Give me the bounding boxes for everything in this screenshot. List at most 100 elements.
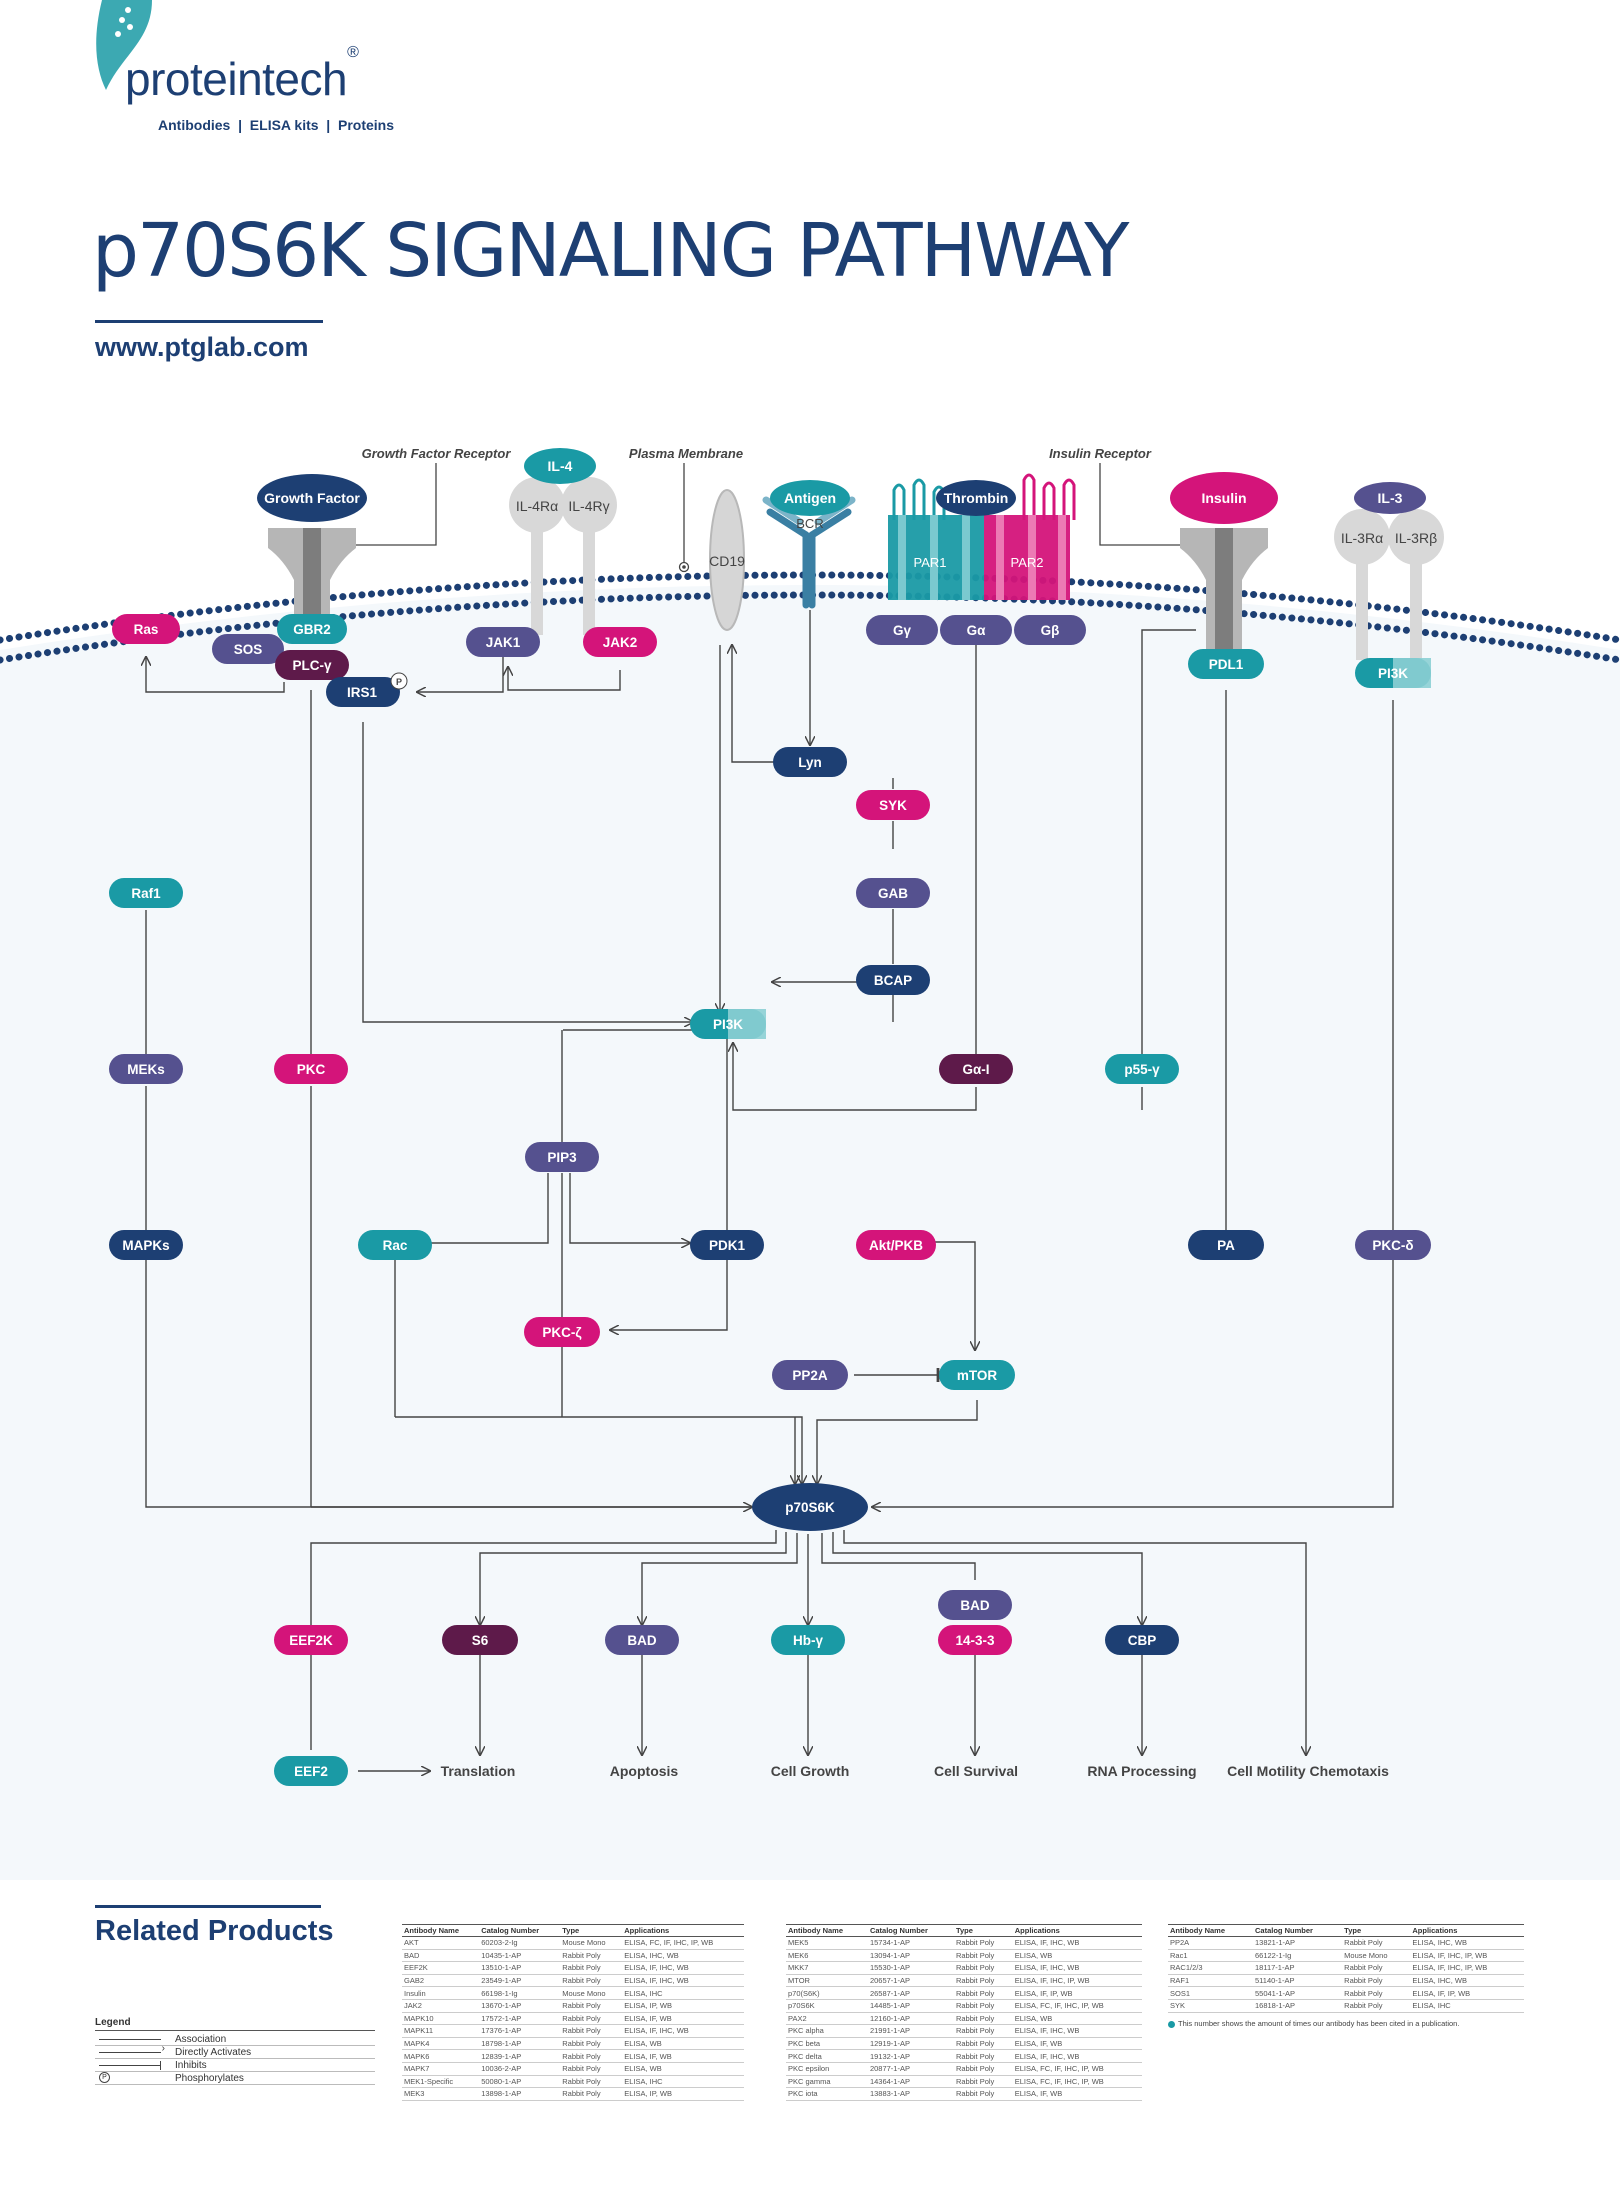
node-pdl1 bbox=[1188, 649, 1264, 679]
node-pkc bbox=[274, 1054, 348, 1084]
node-mtor bbox=[939, 1360, 1015, 1390]
par2-label: PAR2 bbox=[1011, 555, 1044, 570]
table-cell: SOS1 bbox=[1168, 1986, 1253, 2000]
node-pip3 bbox=[525, 1142, 599, 1172]
node-irs1 bbox=[326, 677, 400, 707]
legend-association-label: Association bbox=[175, 2033, 227, 2045]
node-mapks bbox=[109, 1230, 183, 1260]
table-cell: ELISA, IHC, WB bbox=[1410, 1974, 1524, 1988]
node-p70s6k-label: p70S6K bbox=[785, 1500, 835, 1515]
il3-label: IL-3 bbox=[1378, 490, 1403, 506]
table-cell: ELISA, IF, WB bbox=[1012, 2037, 1142, 2051]
outcome-rna-processing: RNA Processing bbox=[1087, 1763, 1196, 1779]
table-cell: 13898-1-AP bbox=[479, 2087, 561, 2101]
table-cell: ELISA, IF, IHC, WB bbox=[1012, 1961, 1142, 1975]
table-cell: Rabbit Poly bbox=[560, 1949, 623, 1963]
node-jak2-label: JAK2 bbox=[603, 635, 638, 650]
table-cell: 14364-1-AP bbox=[867, 2075, 954, 2089]
node-lyn bbox=[773, 747, 847, 777]
node-pkcd bbox=[1355, 1230, 1431, 1260]
table-cell: PKC alpha bbox=[786, 2024, 868, 2038]
node-eef2 bbox=[274, 1756, 348, 1786]
table-header: Applications bbox=[1012, 1924, 1142, 1937]
node-plcg-label: PLC-γ bbox=[292, 658, 331, 673]
node-gbr2 bbox=[277, 614, 347, 644]
table-cell: Rabbit Poly bbox=[953, 2024, 1013, 2038]
node-gbr2-label: GBR2 bbox=[293, 622, 331, 637]
table-cell: ELISA, WB bbox=[622, 2037, 744, 2051]
table-cell: 20657-1-AP bbox=[867, 1974, 954, 1988]
table-cell: ELISA, IF, WB bbox=[622, 2012, 744, 2026]
table-cell: Rabbit Poly bbox=[953, 1974, 1013, 1988]
table-cell: ELISA, WB bbox=[1012, 1949, 1142, 1963]
node-gab bbox=[856, 878, 930, 908]
table-cell: JAK2 bbox=[402, 1999, 480, 2013]
table-cell: Rabbit Poly bbox=[953, 2075, 1013, 2089]
table-cell: PP2A bbox=[1168, 1936, 1253, 1950]
table-cell: ELISA, IF, IP, WB bbox=[1012, 1986, 1142, 2000]
node-gy-label: Gγ bbox=[893, 623, 912, 638]
node-hbg-label: Hb-γ bbox=[793, 1633, 823, 1648]
table-cell: Rabbit Poly bbox=[560, 1974, 623, 1988]
table-cell: ELISA, IF, IHC, IP, WB bbox=[1012, 1974, 1142, 1988]
node-cbp-label: CBP bbox=[1128, 1633, 1157, 1648]
table-cell: Rabbit Poly bbox=[1342, 1999, 1411, 2013]
il4rg-label: IL-4Rγ bbox=[568, 498, 609, 514]
node-akt-label: Akt/PKB bbox=[869, 1238, 923, 1253]
node-eef2-label: EEF2 bbox=[294, 1764, 328, 1779]
il4-ligand bbox=[524, 448, 596, 484]
il3rb-label: IL-3Rβ bbox=[1395, 530, 1437, 546]
legend-phosphorylates: P Phosphorylates bbox=[95, 2072, 375, 2085]
table-cell: MAPK10 bbox=[402, 2012, 480, 2026]
node-pkcd-label: PKC-δ bbox=[1372, 1238, 1413, 1253]
node-s6 bbox=[442, 1625, 518, 1655]
antigen-ligand bbox=[770, 480, 850, 516]
par1-label: PAR1 bbox=[914, 555, 947, 570]
table-cell: 12160-1-AP bbox=[867, 2012, 954, 2026]
table-cell: Rabbit Poly bbox=[560, 2024, 623, 2038]
growth-factor-receptor bbox=[268, 528, 356, 640]
par2-receptor bbox=[984, 473, 1076, 600]
table-cell: ELISA, IHC bbox=[1410, 1999, 1524, 2013]
node-pa bbox=[1188, 1230, 1264, 1260]
node-raf1 bbox=[109, 878, 183, 908]
table-cell: 17376-1-AP bbox=[479, 2024, 561, 2038]
website-link[interactable]: www.ptglab.com bbox=[95, 332, 309, 362]
table-cell: MKK7 bbox=[786, 1961, 868, 1975]
node-ga-label: Gα bbox=[967, 623, 987, 638]
node-akt bbox=[856, 1230, 936, 1260]
node-p55g bbox=[1105, 1054, 1179, 1084]
table-cell: PKC gamma bbox=[786, 2075, 868, 2089]
node-sos bbox=[212, 634, 284, 664]
node-gb bbox=[1014, 615, 1086, 645]
title-rule bbox=[95, 320, 323, 323]
table-cell: ELISA, IF, IHC, WB bbox=[1012, 2049, 1142, 2063]
table-cell: 21991-1-AP bbox=[867, 2024, 954, 2038]
node-cbp bbox=[1105, 1625, 1179, 1655]
table-cell: ELISA, IHC bbox=[622, 1986, 744, 2000]
node-syk-label: SYK bbox=[879, 798, 907, 813]
node-14-3-3 bbox=[938, 1625, 1012, 1655]
legend-inhibits-label: Inhibits bbox=[175, 2059, 207, 2071]
node-eef2k bbox=[274, 1625, 348, 1655]
table-cell: ELISA, IF, WB bbox=[622, 2049, 744, 2063]
table-cell: Insulin bbox=[402, 1986, 480, 2000]
table-cell: 60203-2-Ig bbox=[479, 1936, 561, 1950]
related-products-title: Related Products bbox=[95, 1915, 334, 1947]
il4ra-label: IL-4Rα bbox=[516, 498, 558, 514]
brand-name: proteintech® bbox=[125, 43, 359, 105]
pathway-diagram: Growth Factor Receptor Plasma Membrane I… bbox=[0, 446, 1620, 1880]
table-cell: Mouse Mono bbox=[560, 1986, 623, 2000]
table-cell: 50080-1-AP bbox=[479, 2075, 561, 2089]
table-cell: PKC epsilon bbox=[786, 2062, 868, 2076]
table-cell: 66122-1-Ig bbox=[1252, 1949, 1343, 1963]
